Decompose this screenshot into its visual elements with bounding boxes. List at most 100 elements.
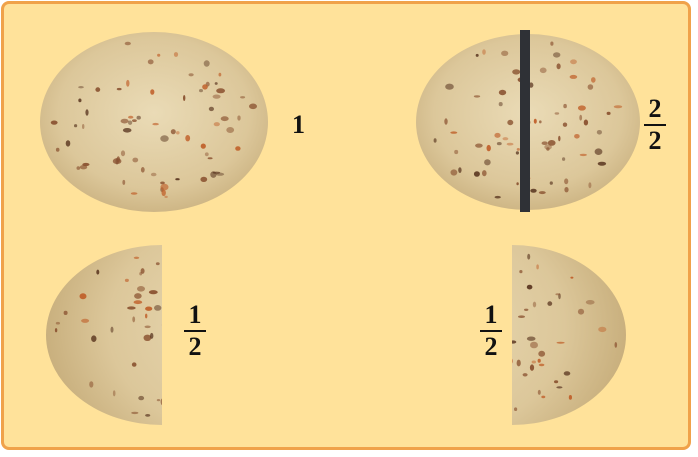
- toast-spot: [510, 340, 516, 343]
- toast-spot: [137, 116, 141, 120]
- toast-spot: [519, 270, 522, 273]
- toast-spot: [501, 51, 508, 56]
- toast-spot: [517, 360, 521, 367]
- toast-spot: [607, 112, 611, 115]
- toast-spot: [550, 181, 553, 184]
- toast-spot: [201, 144, 206, 149]
- toast-spot: [512, 69, 520, 74]
- toast-spot: [597, 130, 602, 135]
- toast-spot: [538, 359, 541, 363]
- divided-roti-image: [414, 30, 642, 214]
- toast-spot: [117, 88, 122, 90]
- toast-spot: [614, 105, 622, 108]
- toast-spot: [557, 63, 561, 69]
- toast-spot: [164, 196, 167, 198]
- toast-spot: [591, 77, 596, 83]
- toast-spot: [216, 88, 225, 93]
- toast-spot: [450, 131, 457, 133]
- toast-spot: [85, 109, 88, 115]
- toast-spot: [530, 342, 538, 349]
- toast-spot: [434, 138, 437, 142]
- toast-spot: [139, 272, 142, 275]
- toast-spot: [171, 129, 176, 134]
- toast-spot: [160, 135, 168, 142]
- toast-spot: [185, 135, 190, 141]
- toast-spot: [200, 177, 207, 182]
- toast-spot: [494, 133, 500, 138]
- toast-spot: [524, 309, 528, 311]
- toast-spot: [122, 180, 125, 185]
- toast-spot: [474, 95, 480, 97]
- toast-spot: [484, 159, 491, 165]
- toast-spot: [503, 137, 509, 140]
- toast-spot: [175, 178, 179, 180]
- toast-spot: [539, 364, 545, 367]
- toast-spot: [527, 337, 536, 341]
- toast-spot: [558, 136, 560, 142]
- toast-spot: [78, 86, 84, 88]
- toast-spot: [132, 316, 135, 322]
- toast-spot: [219, 73, 222, 77]
- fraction-numerator: 1: [189, 302, 202, 330]
- toast-spot: [579, 115, 582, 121]
- fraction-left-half: 1 2: [184, 302, 206, 360]
- toast-spot: [517, 148, 520, 151]
- toast-spot: [145, 414, 150, 417]
- toast-spot: [78, 99, 81, 103]
- toast-spot: [151, 173, 157, 177]
- toast-spot: [516, 182, 518, 185]
- fraction-denominator: 2: [649, 126, 662, 154]
- toast-spot: [127, 306, 136, 309]
- toast-spot: [126, 80, 129, 87]
- toast-spot: [475, 144, 483, 148]
- toast-spot: [451, 169, 458, 175]
- right-half-roti-image: [510, 244, 630, 426]
- toast-spot: [514, 407, 517, 411]
- toast-spot: [128, 121, 132, 125]
- toast-spot: [570, 277, 573, 279]
- toast-spot: [598, 327, 606, 332]
- toast-spot: [134, 293, 142, 299]
- toast-spot: [77, 166, 81, 170]
- toast-spot: [183, 95, 185, 101]
- toast-spot: [96, 270, 99, 275]
- toast-spot: [564, 187, 568, 192]
- toast-spot: [554, 380, 558, 383]
- toast-spot: [213, 95, 221, 99]
- toast-spot: [588, 182, 591, 188]
- fraction-right-half: 1 2: [480, 302, 502, 360]
- toast-spot: [81, 319, 89, 323]
- toast-spot: [586, 300, 595, 305]
- toast-spot: [145, 314, 147, 319]
- fraction-numerator: 2: [649, 96, 662, 124]
- toast-spot: [497, 142, 502, 145]
- toast-spot: [214, 122, 220, 126]
- toast-spot: [557, 342, 565, 344]
- toast-spot: [556, 386, 562, 388]
- toast-spot: [66, 140, 71, 146]
- toast-spot: [563, 123, 567, 127]
- toast-spot: [113, 390, 116, 396]
- toast-spot: [550, 42, 553, 46]
- toast-spot: [235, 146, 240, 151]
- toast-spot: [91, 335, 96, 342]
- toast-spot: [121, 150, 125, 156]
- toast-spot: [578, 105, 586, 110]
- toast-spot: [574, 134, 580, 139]
- toast-spot: [518, 315, 525, 318]
- toast-spot: [598, 162, 606, 166]
- toast-spot: [570, 75, 578, 79]
- toast-spot: [131, 412, 138, 414]
- toast-spot: [495, 196, 501, 199]
- toast-spot: [51, 121, 58, 125]
- toast-spot: [538, 390, 541, 395]
- toast-spot: [588, 84, 594, 90]
- toast-spot: [527, 254, 530, 260]
- toast-spot: [544, 144, 552, 149]
- toast-spot: [226, 127, 234, 133]
- toast-spot: [541, 396, 545, 399]
- toast-spot: [55, 328, 57, 332]
- toast-spot: [240, 96, 245, 98]
- toast-spot: [132, 362, 137, 366]
- toast-spot: [145, 307, 152, 311]
